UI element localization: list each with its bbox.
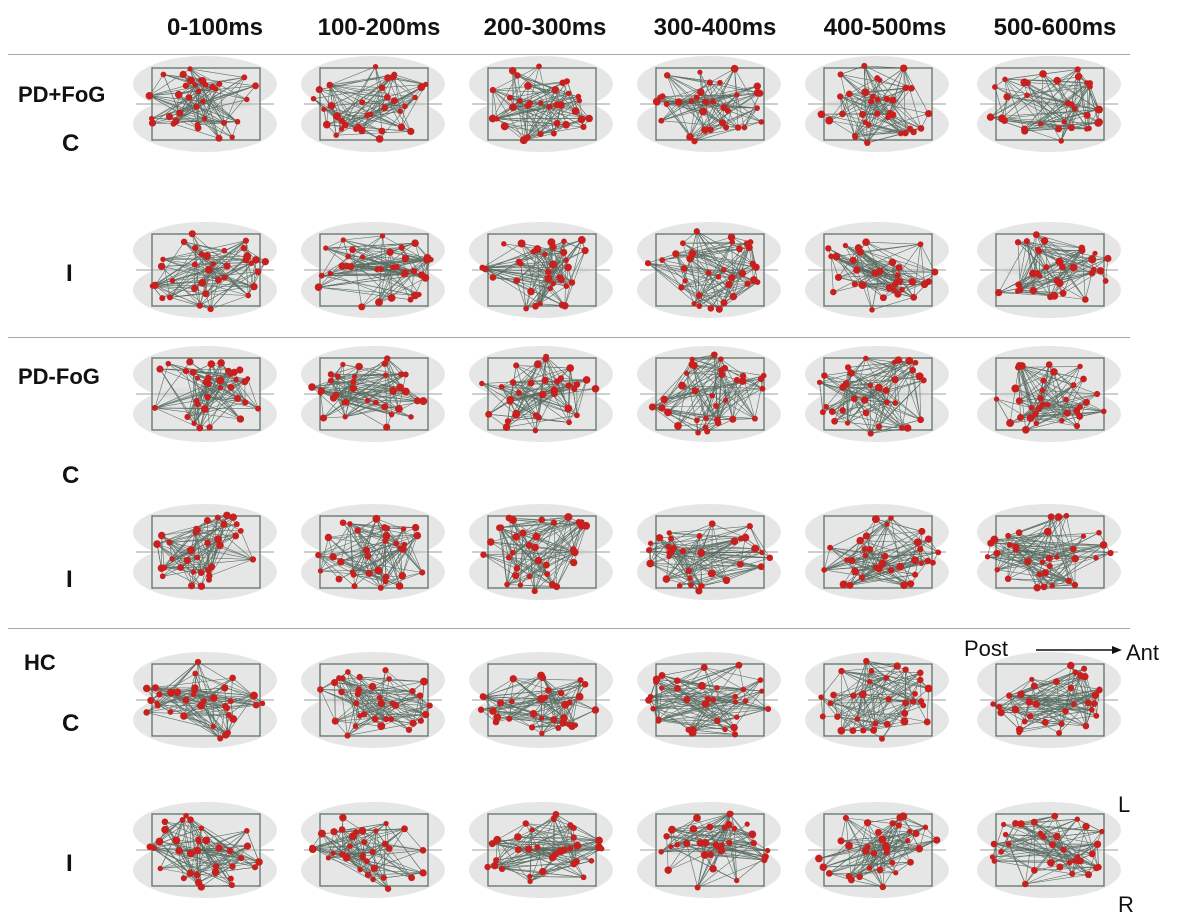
orientation-post-label: Post <box>964 636 1009 661</box>
brain-network-r1-c2 <box>466 220 616 320</box>
brain-network-r0-c5 <box>974 54 1124 154</box>
brain-network-r5-c1 <box>298 800 448 900</box>
brain-network-r0-c4 <box>802 54 952 154</box>
column-header-0: 0-100ms <box>166 14 264 41</box>
brain-network-r2-c4 <box>802 344 952 444</box>
column-header-5: 500-600ms <box>993 14 1117 41</box>
brain-network-r4-c0 <box>130 650 280 750</box>
brain-network-r5-c5 <box>974 800 1124 900</box>
brain-network-r1-c1 <box>298 220 448 320</box>
group-label-hc: HC <box>24 650 56 675</box>
brain-network-r1-c5 <box>974 220 1124 320</box>
brain-network-r0-c0 <box>130 54 280 154</box>
column-header-4: 400-500ms <box>823 14 947 41</box>
brain-network-r5-c0 <box>130 800 280 900</box>
column-header-2: 200-300ms <box>483 14 607 41</box>
orientation-right-label: R <box>1118 892 1134 917</box>
brain-network-r1-c0 <box>130 220 280 320</box>
divider-top <box>8 54 1130 55</box>
condition-label-g2-i: I <box>66 850 73 877</box>
brain-network-r4-c2 <box>466 650 616 750</box>
brain-network-r4-c4 <box>802 650 952 750</box>
condition-label-g0-i: I <box>66 260 73 287</box>
brain-network-r0-c3 <box>634 54 784 154</box>
brain-network-r0-c2 <box>466 54 616 154</box>
brain-network-r4-c1 <box>298 650 448 750</box>
brain-network-r2-c1 <box>298 344 448 444</box>
brain-network-r3-c4 <box>802 502 952 602</box>
brain-network-r2-c3 <box>634 344 784 444</box>
brain-network-r3-c5 <box>974 502 1124 602</box>
brain-network-r1-c3 <box>634 220 784 320</box>
orientation-arrow <box>1036 646 1122 654</box>
group-label-pd-fog-plus: PD+FoG <box>18 82 106 107</box>
brain-network-r2-c0 <box>130 344 280 444</box>
brain-network-r4-c3 <box>634 650 784 750</box>
brain-network-r4-c5 <box>974 650 1124 750</box>
brain-network-r5-c3 <box>634 800 784 900</box>
column-header-3: 300-400ms <box>653 14 777 41</box>
condition-label-g2-c: C <box>62 710 80 737</box>
orientation-left-label: L <box>1118 792 1131 817</box>
brain-network-r0-c1 <box>298 54 448 154</box>
brain-network-r5-c2 <box>466 800 616 900</box>
brain-network-r1-c4 <box>802 220 952 320</box>
condition-label-g1-c: C <box>62 462 80 489</box>
brain-network-r3-c3 <box>634 502 784 602</box>
brain-network-r3-c2 <box>466 502 616 602</box>
column-header-1: 100-200ms <box>317 14 441 41</box>
brain-network-r3-c0 <box>130 502 280 602</box>
divider-group-2 <box>8 628 1130 629</box>
condition-label-g0-c: C <box>62 130 80 157</box>
brain-network-r2-c5 <box>974 344 1124 444</box>
group-label-pd-fog-minus: PD-FoG <box>18 364 100 389</box>
condition-label-g1-i: I <box>66 566 73 593</box>
orientation-ant-label: Ant <box>1126 640 1160 665</box>
brain-network-r5-c4 <box>802 800 952 900</box>
divider-group-1 <box>8 337 1130 338</box>
brain-network-r3-c1 <box>298 502 448 602</box>
brain-network-r2-c2 <box>466 344 616 444</box>
